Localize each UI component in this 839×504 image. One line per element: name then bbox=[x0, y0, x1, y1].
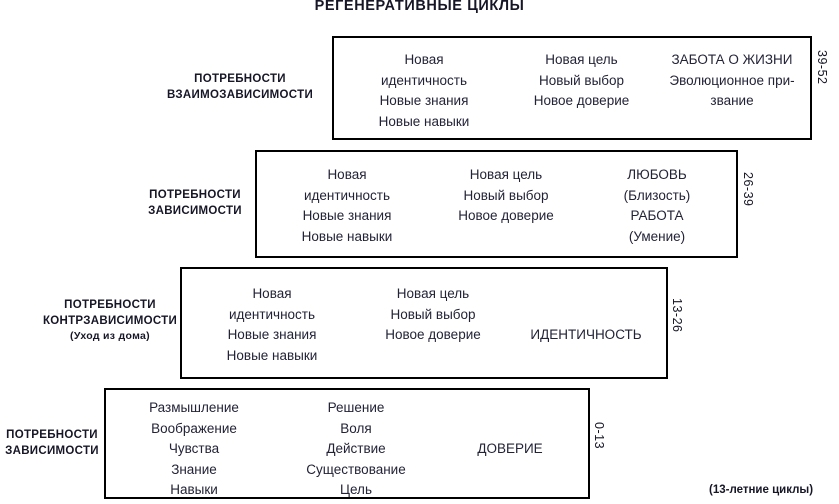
col-line: Новое доверие bbox=[533, 93, 630, 108]
col-line: Решение bbox=[327, 400, 385, 415]
age-range-counterdependence: 13-26 bbox=[670, 298, 684, 333]
stage-label-line1: ПОТРЕБНОСТИ bbox=[149, 189, 241, 201]
col-line: Новые навыки bbox=[378, 113, 470, 129]
stage-label-counterdependence: ПОТРЕБНОСТИ КОНТРЗАВИСИМОСТИ (Уход из до… bbox=[30, 298, 190, 345]
col-line: идентичность bbox=[380, 72, 468, 88]
col-line: Новая цель bbox=[469, 167, 543, 182]
col-line: Эволюционное при- bbox=[669, 72, 795, 88]
stage-label-line2: ВЗАИМОЗАВИСИМОСТИ bbox=[166, 88, 314, 101]
col-line: идентичность bbox=[303, 187, 391, 203]
page-title: РЕГЕНЕРАТИВНЫЕ ЦИКЛЫ bbox=[314, 0, 525, 14]
stage-col-outcome: ИДЕНТИЧНОСТЬ bbox=[510, 325, 662, 346]
stage-label-line2: ЗАВИСИМОСТИ bbox=[5, 444, 99, 457]
stage-label-line1: ПОТРЕБНОСТИ bbox=[6, 429, 98, 441]
col-line: (Близость) bbox=[623, 187, 691, 203]
stage-label-line1: ПОТРЕБНОСТИ bbox=[194, 73, 286, 85]
col-line: ДОВЕРИЕ bbox=[477, 441, 543, 456]
col-line: Навыки bbox=[170, 482, 218, 497]
col-line: Действие bbox=[326, 441, 386, 456]
col-line: Новая цель bbox=[545, 52, 618, 67]
stage-box-dependence-child: Размышление Воображение Чувства Знание Н… bbox=[104, 388, 590, 499]
col-line: Новые навыки bbox=[301, 228, 393, 244]
stage-label-interdependence: ПОТРЕБНОСТИ ВЗАИМОЗАВИСИМОСТИ bbox=[150, 72, 330, 103]
col-line: Знание bbox=[171, 461, 217, 477]
stage-label-dependence-child: ПОТРЕБНОСТИ ЗАВИСИМОСТИ bbox=[0, 428, 107, 459]
col-line: Новое доверие bbox=[458, 208, 554, 223]
col-line: РАБОТА bbox=[630, 208, 684, 223]
age-range-dependence-adult: 26-39 bbox=[741, 172, 755, 207]
col-line: Новый выбор bbox=[390, 306, 476, 322]
col-line: Новый выбор bbox=[463, 187, 549, 203]
col-line: Размышление bbox=[149, 400, 239, 415]
stage-col-needs: Размышление Воображение Чувства Знание Н… bbox=[114, 398, 274, 501]
col-line: Новая bbox=[404, 52, 444, 67]
age-range-dependence-child: 0-13 bbox=[592, 422, 606, 450]
stage-col-goal: Новая цель Новый выбор Новое доверие bbox=[354, 284, 512, 346]
col-line: ЛЮБОВЬ bbox=[627, 167, 687, 182]
stage-col-goal: Решение Воля Действие Существование Цель bbox=[276, 398, 436, 501]
col-line: Новый выбор bbox=[538, 72, 625, 88]
stage-col-needs: Новая идентичность Новые знания Новые на… bbox=[267, 165, 427, 247]
stage-label-line3: (Уход из дома) bbox=[70, 330, 150, 342]
col-line: Новые знания bbox=[302, 208, 392, 223]
col-line: Новая bbox=[327, 167, 367, 182]
col-line: Новое доверие bbox=[385, 327, 481, 342]
col-line: ИДЕНТИЧНОСТЬ bbox=[530, 327, 642, 342]
col-line: Чувства bbox=[168, 441, 220, 456]
stage-col-needs: Новая идентичность Новые знания Новые на… bbox=[192, 284, 352, 366]
col-line: Новые знания bbox=[379, 93, 469, 108]
col-line: звание bbox=[710, 93, 754, 108]
col-line: Цель bbox=[340, 482, 372, 497]
stage-col-outcome: ЗАБОТА О ЖИЗНИ Эволюционное при- звание bbox=[656, 50, 808, 112]
stage-label-dependence-adult: ПОТРЕБНОСТИ ЗАВИСИМОСТИ bbox=[110, 188, 280, 219]
stage-col-goal: Новая цель Новый выбор Новое доверие bbox=[427, 165, 585, 227]
footnote-cycles: (13-летние циклы) bbox=[709, 484, 814, 496]
col-line: идентичность bbox=[228, 306, 316, 322]
col-line: Воображение bbox=[151, 420, 237, 436]
col-line: Новые навыки bbox=[226, 347, 318, 363]
stage-box-interdependence: Новая идентичность Новые знания Новые на… bbox=[332, 36, 812, 140]
stage-col-goal: Новая цель Новый выбор Новое доверие bbox=[504, 50, 659, 112]
col-line: Новые знания bbox=[227, 327, 317, 342]
stage-label-line2: КОНТРЗАВИСИМОСТИ bbox=[42, 314, 178, 327]
stage-label-line1: ПОТРЕБНОСТИ bbox=[64, 299, 156, 311]
stage-col-outcome: ЛЮБОВЬ (Близость) РАБОТА (Умение) bbox=[583, 165, 731, 247]
col-line: Существование bbox=[306, 461, 406, 477]
stage-box-counterdependence: Новая идентичность Новые знания Новые на… bbox=[180, 267, 668, 379]
stage-label-line2: ЗАВИСИМОСТИ bbox=[148, 204, 242, 217]
col-line: Новая цель bbox=[396, 286, 470, 301]
stage-col-outcome: ДОВЕРИЕ bbox=[436, 439, 584, 460]
col-line: (Умение) bbox=[628, 228, 686, 244]
stage-box-dependence-adult: Новая идентичность Новые знания Новые на… bbox=[255, 150, 738, 258]
stage-col-needs: Новая идентичность Новые знания Новые на… bbox=[344, 50, 504, 132]
col-line: Воля bbox=[340, 420, 372, 436]
age-range-interdependence: 39-52 bbox=[815, 50, 829, 85]
col-line: Новая bbox=[252, 286, 292, 301]
col-line: ЗАБОТА О ЖИЗНИ bbox=[671, 52, 793, 67]
